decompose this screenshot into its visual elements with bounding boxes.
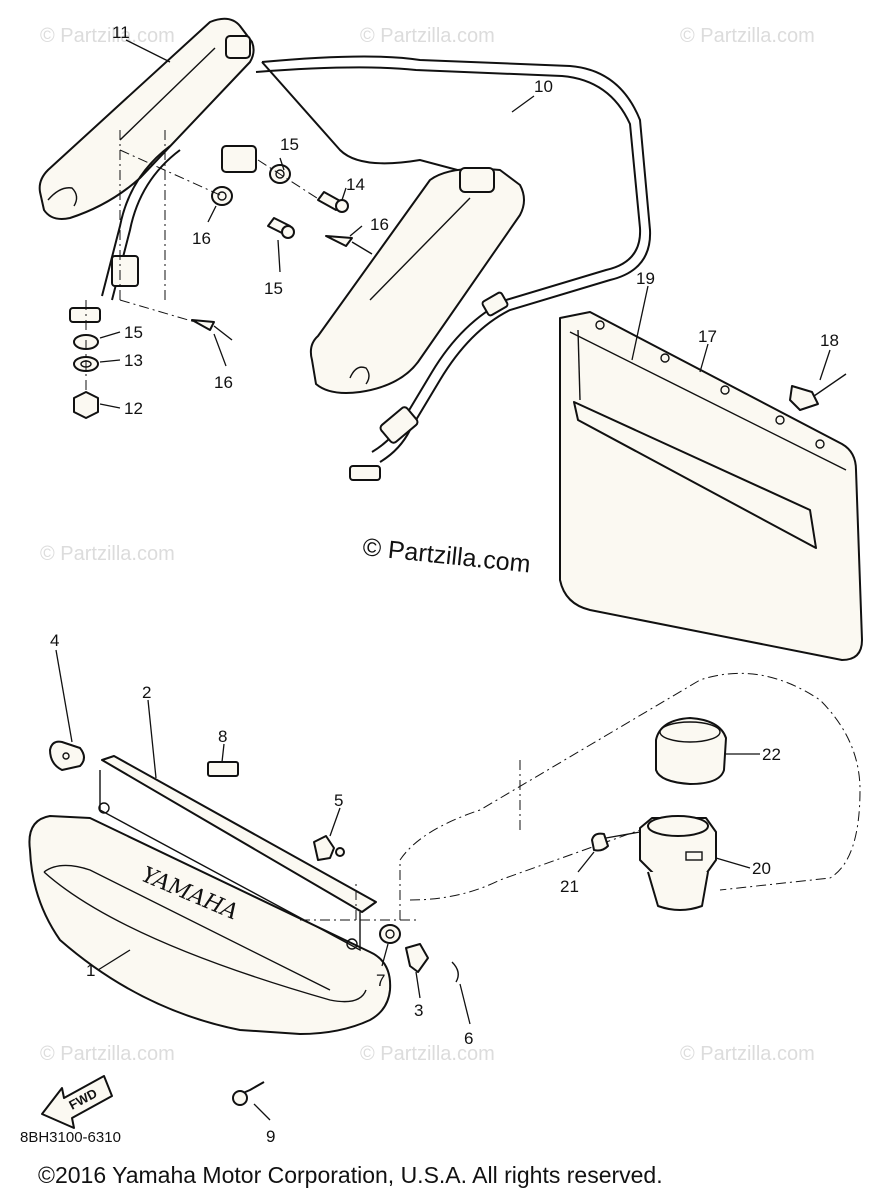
- part-17-mud-flap: [559, 311, 863, 661]
- callout-9: 9: [266, 1127, 275, 1146]
- callout-11: 11: [112, 23, 130, 42]
- callout-3: 3: [414, 1001, 423, 1020]
- watermark: © Partzilla.com: [360, 1043, 495, 1065]
- front-hardware: [49, 740, 459, 1106]
- diagram-code: 8BH3100-6310: [20, 1129, 121, 1146]
- copyright-notice: ©2016 Yamaha Motor Corporation, U.S.A. A…: [38, 1162, 663, 1188]
- callout-15b: 16: [192, 229, 211, 248]
- callout-21: 21: [560, 877, 579, 896]
- fwd-arrow-icon: FWD: [41, 1075, 113, 1129]
- callout-5: 5: [334, 791, 343, 810]
- watermark: © Partzilla.com: [40, 1043, 175, 1065]
- callout-20: 20: [752, 859, 771, 878]
- watermarks: © Partzilla.com © Partzilla.com © Partzi…: [40, 25, 815, 1065]
- watermark: © Partzilla.com: [40, 25, 175, 47]
- callout-4: 4: [50, 631, 59, 650]
- callouts: 11 10 15 16 14 15 16 16 15 13 12 19 17 1…: [50, 23, 839, 1146]
- leader-lines: [55, 39, 831, 1121]
- callout-8: 8: [218, 727, 227, 746]
- watermark: © Partzilla.com: [680, 25, 815, 47]
- watermark: © Partzilla.com: [40, 543, 175, 565]
- callout-13: 13: [124, 351, 143, 370]
- watermark-center: © Partzilla.com: [361, 533, 531, 578]
- callout-18: 18: [820, 331, 839, 350]
- callout-16: 16: [370, 215, 389, 234]
- part-11-grip-cover-right: [221, 145, 525, 394]
- part-20-fitting: [591, 815, 717, 911]
- callout-19: 19: [636, 269, 655, 288]
- part-10-handle-frame: [69, 55, 652, 481]
- callout-12: 12: [124, 399, 143, 418]
- callout-15: 15: [280, 135, 299, 154]
- callout-16b: 16: [214, 373, 233, 392]
- callout-14b: 15: [264, 279, 283, 298]
- part-2-trim-strip: [98, 755, 377, 952]
- part-1-front-bumper: YAMAHA: [28, 815, 392, 1035]
- part-22-cap: [655, 717, 727, 785]
- part-11-grip-cover-left: [38, 17, 255, 220]
- callout-22: 22: [762, 745, 781, 764]
- callout-6: 6: [464, 1029, 473, 1048]
- callout-17: 17: [698, 327, 717, 346]
- callout-7: 7: [376, 971, 385, 990]
- watermark: © Partzilla.com: [360, 25, 495, 47]
- watermark: © Partzilla.com: [680, 1043, 815, 1065]
- callout-1: 1: [86, 961, 95, 980]
- callout-10: 10: [534, 77, 553, 96]
- callout-15c: 15: [124, 323, 143, 342]
- hull-outline: [300, 672, 861, 921]
- callout-2: 2: [142, 683, 151, 702]
- top-hardware: [73, 130, 373, 419]
- callout-14: 14: [346, 175, 365, 194]
